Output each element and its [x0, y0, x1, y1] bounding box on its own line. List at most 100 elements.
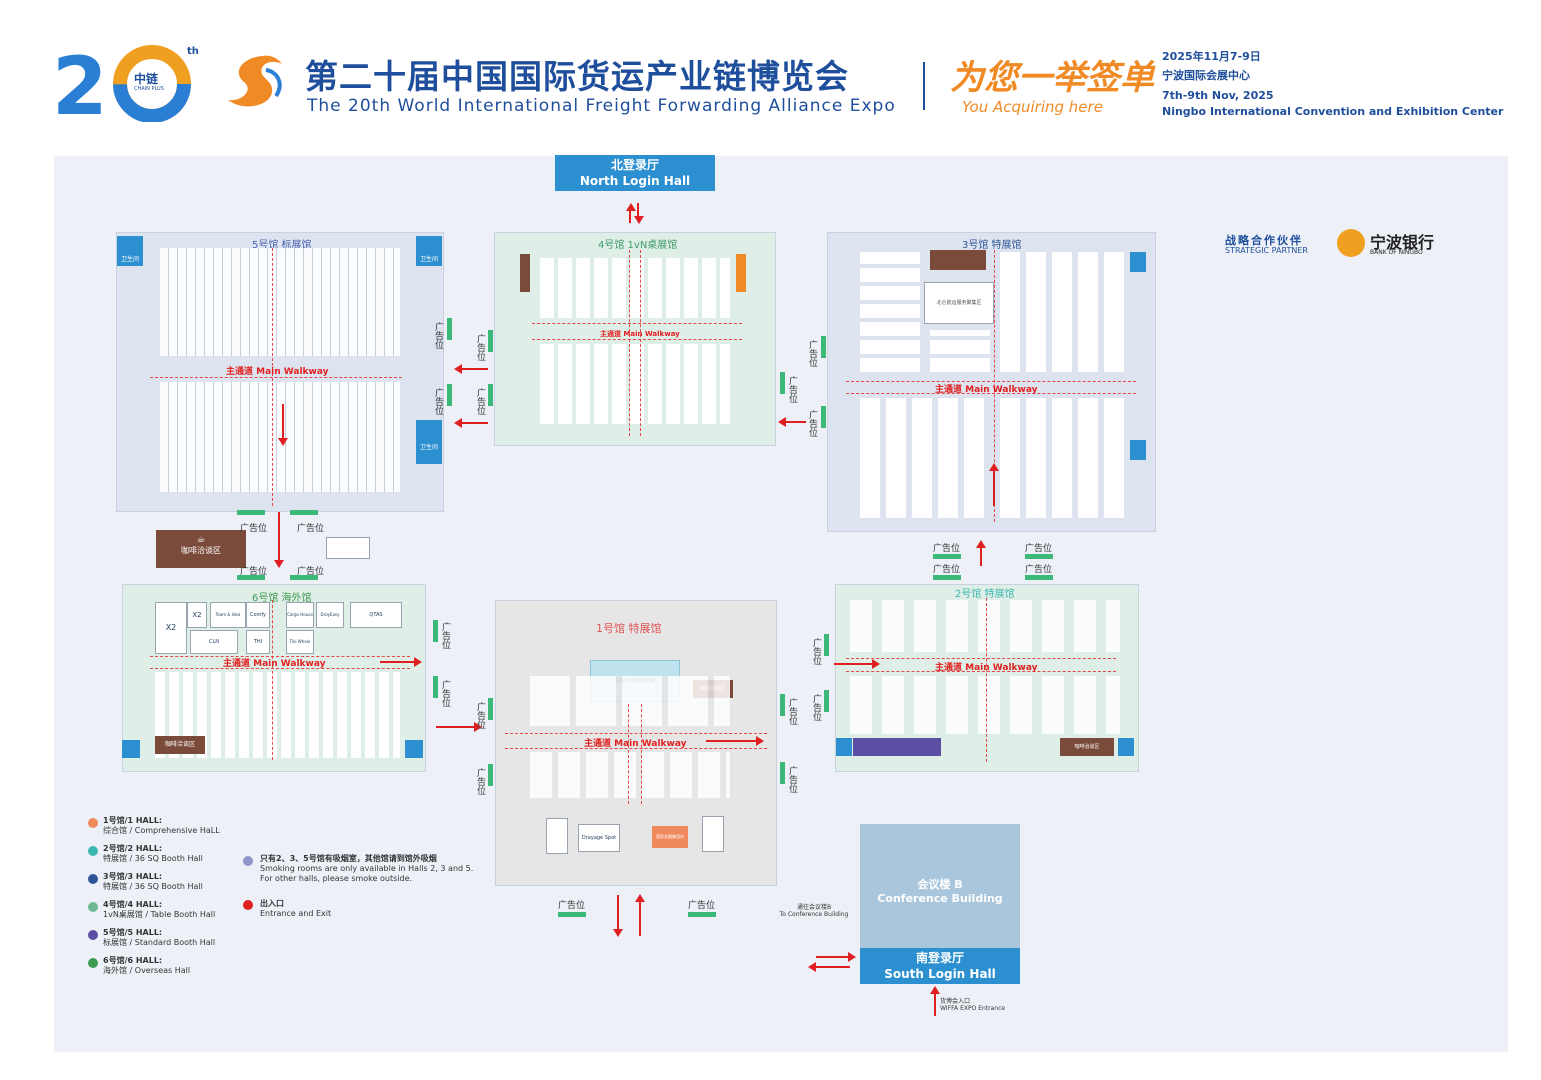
- hall-6-aisle-line: [272, 600, 273, 760]
- hall-6-title: 6号馆 海外馆: [252, 593, 312, 604]
- dragon-logo-icon: [222, 50, 298, 112]
- expo-entrance-note: 货博会入口 WIFFA EXPO Entrance: [940, 996, 1005, 1012]
- ad-slot-3w-1: [821, 336, 826, 358]
- hall-1-booth-west[interactable]: [546, 818, 568, 854]
- hall-5-to-6-arrowhead: [274, 560, 284, 568]
- conference-arrow-left: [816, 966, 850, 968]
- hall-1-booth-east[interactable]: [702, 816, 724, 852]
- ad-slot-4e: [780, 372, 785, 394]
- ad-label-1w-1: 广告位: [475, 702, 485, 729]
- coffee-chatting-area: ☕ 咖啡洽谈区: [156, 530, 246, 568]
- hall-1-aisle-line-right: [641, 704, 642, 804]
- conference-label-en: Conference Building: [877, 892, 1003, 905]
- smoking-dot-icon: [243, 856, 253, 866]
- ad-label-4w-2: 广告位: [475, 388, 485, 415]
- hall-1-walkway-line-bottom: [505, 748, 767, 749]
- hall-3-booths-d: [860, 398, 990, 518]
- conference-building-b[interactable]: 会议楼 B Conference Building: [860, 824, 1020, 948]
- north-login-hall[interactable]: 北登录厅 North Login Hall: [555, 155, 715, 191]
- hall-6-booth-x2-b[interactable]: X2: [187, 602, 207, 628]
- hall-1-entry-arrowhead: [635, 894, 645, 902]
- hall-6-walkway-line-top: [150, 656, 410, 657]
- logo-chain-en: CHAIN PLUS: [134, 86, 164, 92]
- hall-4-info-desk: [736, 254, 746, 292]
- hall-2-flow-arrowhead: [872, 659, 880, 669]
- hall-6-booth-x2-a[interactable]: X2: [155, 602, 187, 654]
- hall-3-walkway-line-top: [846, 381, 1136, 382]
- hall-1-exit-arrow: [617, 895, 619, 929]
- bank-of-ningbo-logo-icon: [1337, 229, 1365, 257]
- hall-1[interactable]: [495, 600, 777, 886]
- hall-3-flow-arrowhead: [989, 463, 999, 471]
- legend-hall-type: 海外馆 / Overseas Hall: [103, 966, 191, 975]
- hall-6-booth-cargo-house[interactable]: Cargo House: [286, 602, 314, 628]
- partner-label-en: STRATEGIC PARTNER: [1225, 246, 1308, 255]
- legend-dot-icon: [88, 930, 98, 940]
- hall-2-coffee-area: 咖啡洽谈区: [1060, 738, 1114, 756]
- hall-3-aisle-line: [994, 250, 995, 522]
- legend-dot-icon: [88, 902, 98, 912]
- hall-5-flow-arrowhead: [278, 438, 288, 446]
- hall-2-walkway-line-bottom: [846, 671, 1116, 672]
- ad-label-1e-2: 广告位: [787, 766, 797, 793]
- hall-1-title: 1号馆 特展馆: [596, 622, 662, 635]
- ad-slot-1e-2: [780, 762, 785, 784]
- partner-label-cn: 战略合作伙伴: [1225, 234, 1303, 247]
- legend-hall-type: 特展馆 / 36 SQ Booth Hall: [103, 854, 203, 863]
- hall-6-booth-drayeasy[interactable]: DrayEasy: [316, 602, 344, 628]
- hall-3-booths-e: [1000, 398, 1128, 518]
- south-login-cn: 南登录厅: [915, 951, 964, 965]
- bank-name-cn: 宁波银行: [1370, 233, 1435, 252]
- legend-hall-number: 4号馆/4 HALL:: [103, 900, 163, 909]
- hall-6-booth-tiki-whale[interactable]: Tiki Whale: [286, 630, 314, 654]
- hall-1-booth-orange[interactable]: 国家金融集团台: [652, 826, 688, 848]
- slogan-cn: 为您一举签单: [950, 58, 1154, 98]
- small-booth-highbetter: [326, 537, 370, 559]
- hall-6-booth-qtas[interactable]: QTAS: [350, 602, 402, 628]
- wc-label: 卫生间: [419, 444, 438, 451]
- expo-20th-logo: 2: [52, 40, 202, 133]
- ad-slot-4w-1: [488, 330, 493, 352]
- ad-label-4w-1: 广告位: [475, 334, 485, 361]
- hall-2-to-3-arrowhead: [976, 540, 986, 548]
- hall-3-booths-b: [930, 330, 990, 372]
- ad-label-2n-1: 广告位: [933, 565, 961, 575]
- hall-3-booths-c: [1000, 252, 1128, 372]
- ad-label-5e-2: 广告位: [433, 388, 443, 415]
- ad-slot-2w-2: [824, 690, 829, 712]
- ad-slot-1w-2: [488, 764, 493, 786]
- hall-5-title: 5号馆 标展馆: [252, 240, 312, 251]
- ad-slot-4w-2: [488, 384, 493, 406]
- hall-6-booth-comfy[interactable]: Comfy: [246, 602, 270, 628]
- expo-entrance-arrowhead: [930, 986, 940, 994]
- hall-1-walkway-line-top: [505, 733, 767, 734]
- hall-5-to-6-arrow: [278, 512, 280, 562]
- legend-dot-icon: [88, 818, 98, 828]
- south-login-hall[interactable]: 南登录厅 South Login Hall: [860, 948, 1020, 984]
- hall-2-restroom-left: [836, 738, 852, 756]
- hall-6-booth-cln[interactable]: CLN: [190, 630, 238, 654]
- hall-3-restroom-bottom: [1130, 440, 1146, 460]
- hall-5-booths-south: [160, 382, 400, 492]
- ad-label-5s-2: 广告位: [297, 524, 325, 534]
- hall-6-restroom-left: [122, 740, 140, 758]
- hall-1-booth-drayage-spot[interactable]: Drayage Spot: [578, 824, 620, 852]
- hall-5-walkway-line: [150, 377, 402, 378]
- hall-4-to-5-arrow-top: [462, 368, 488, 370]
- ad-slot-6e-2: [433, 676, 438, 698]
- hall-6-walkway-line-bottom: [150, 668, 410, 669]
- event-venue-en: Ningbo International Convention and Exhi…: [1162, 105, 1504, 118]
- hall-3-booths-a: [860, 252, 920, 372]
- ad-slot-2n-2: [1025, 575, 1053, 580]
- hall-6-to-1-arrow: [436, 726, 476, 728]
- coffee-cup-icon: ☕: [196, 534, 206, 545]
- hall-6-booth-thi[interactable]: THI: [246, 630, 270, 654]
- ad-label-6e-1: 广告位: [440, 622, 450, 649]
- hall-1-entry-arrow: [639, 902, 641, 936]
- hall-6-booth-team-idea[interactable]: Team & Idea: [210, 602, 246, 628]
- ad-label-3s-2: 广告位: [1025, 544, 1053, 554]
- legend-hall-type: 标展馆 / Standard Booth Hall: [103, 938, 216, 947]
- hall-3-restroom-top: [1130, 252, 1146, 272]
- ad-slot-1s-2: [688, 912, 716, 917]
- header-divider: [923, 62, 925, 110]
